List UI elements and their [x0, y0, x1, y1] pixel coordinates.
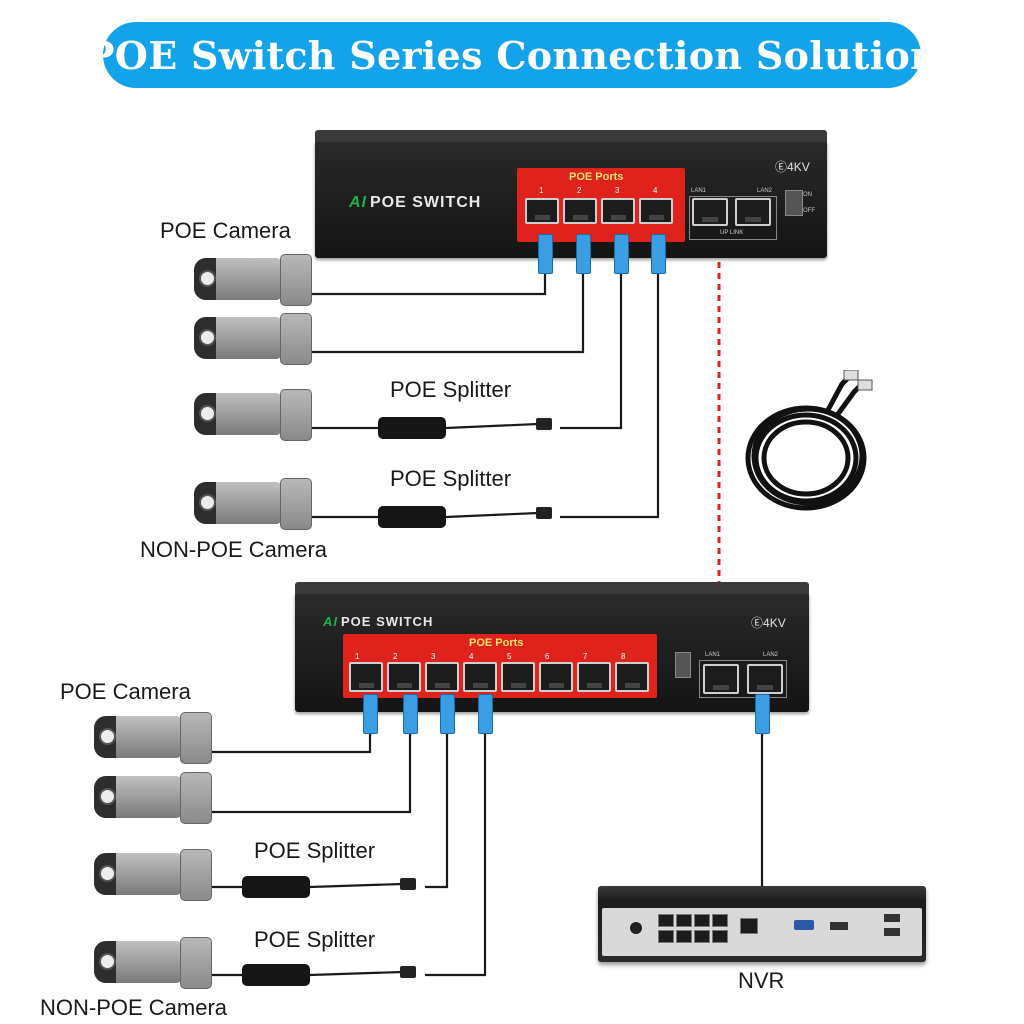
poe-port[interactable]	[387, 662, 421, 692]
dip-switch[interactable]	[675, 652, 691, 678]
label-poe-splitter-2: POE Splitter	[390, 466, 512, 491]
camera-icon	[194, 389, 312, 443]
uplink-group: UP LINK	[689, 196, 777, 240]
cable-bottom-1	[210, 732, 372, 754]
uplink-group	[699, 660, 787, 698]
poe-ports-panel: POE Ports 1 2 3 4	[517, 168, 685, 242]
splitter-lead-3b	[309, 882, 403, 889]
poe-port[interactable]	[615, 662, 649, 692]
poe-port[interactable]	[525, 198, 559, 224]
poe-ports-title: POE Ports	[469, 637, 524, 649]
splitter-lead-1b	[445, 422, 539, 430]
nvr-port[interactable]	[676, 914, 692, 927]
lan1-port[interactable]	[692, 198, 728, 226]
splitter-icon	[242, 876, 310, 898]
cable-top-4	[560, 270, 660, 519]
title-banner: POE Switch Series Connection Solution	[86, 22, 938, 88]
poe-port[interactable]	[539, 662, 573, 692]
nvr-port[interactable]	[694, 914, 710, 927]
cable-bottom-2	[210, 732, 412, 814]
surge-protection-icon: Ⓔ4KV	[775, 160, 810, 174]
surge-protection-icon: Ⓔ4KV	[751, 616, 786, 630]
label-poe-splitter-1: POE Splitter	[390, 377, 512, 402]
nvr-lan-port[interactable]	[740, 918, 758, 934]
lan2-port[interactable]	[735, 198, 771, 226]
rj45-plug-icon	[576, 234, 591, 274]
splitter-icon	[242, 964, 310, 986]
splitter-lead-4b	[309, 970, 403, 977]
page-title: POE Switch Series Connection Solution	[85, 32, 939, 78]
cable-bottom-4	[425, 732, 487, 977]
poe-port[interactable]	[463, 662, 497, 692]
rj45-plug-icon	[400, 878, 416, 890]
rj45-plug-icon	[536, 507, 552, 519]
poe-port[interactable]	[425, 662, 459, 692]
power-port[interactable]	[630, 922, 642, 934]
rj45-plug-icon	[400, 966, 416, 978]
cable-top-1	[312, 270, 547, 296]
camera-icon	[94, 712, 212, 766]
camera-icon	[194, 254, 312, 308]
camera-icon	[94, 772, 212, 826]
usb-port[interactable]	[884, 914, 900, 922]
label-poe-splitter-3: POE Splitter	[254, 838, 376, 863]
poe-port[interactable]	[601, 198, 635, 224]
rj45-plug-icon	[440, 694, 455, 734]
camera-icon	[94, 849, 212, 903]
camera-icon	[194, 478, 312, 532]
poe-ports-title: POE Ports	[569, 171, 624, 183]
nvr-port[interactable]	[658, 930, 674, 943]
nvr-port[interactable]	[712, 930, 728, 943]
usb-port[interactable]	[884, 928, 900, 936]
splitter-icon	[378, 417, 446, 439]
nvr-port[interactable]	[694, 930, 710, 943]
cable-top-3	[560, 270, 623, 430]
dip-switch[interactable]	[785, 190, 803, 216]
nvr-port[interactable]	[676, 930, 692, 943]
label-poe-camera-top: POE Camera	[160, 218, 291, 243]
rj45-plug-icon	[651, 234, 666, 274]
rj45-plug-icon	[614, 234, 629, 274]
cable-top-2	[312, 270, 585, 354]
splitter-icon	[378, 506, 446, 528]
camera-icon	[94, 937, 212, 991]
label-poe-camera-bottom: POE Camera	[60, 679, 191, 704]
rj45-plug-icon	[403, 694, 418, 734]
poe-port[interactable]	[349, 662, 383, 692]
nvr-port[interactable]	[712, 914, 728, 927]
cable-bottom-3	[425, 732, 449, 889]
rj45-plug-icon	[755, 694, 770, 734]
lan1-port[interactable]	[703, 664, 739, 694]
camera-icon	[194, 313, 312, 367]
poe-port[interactable]	[639, 198, 673, 224]
rj45-plug-icon	[363, 694, 378, 734]
poe-port[interactable]	[577, 662, 611, 692]
label-non-poe-camera-top: NON-POE Camera	[140, 537, 328, 562]
label-poe-splitter-4: POE Splitter	[254, 927, 376, 952]
poe-port[interactable]	[501, 662, 535, 692]
cable-coil-icon	[745, 370, 873, 511]
label-nvr: NVR	[738, 968, 785, 993]
nvr-port[interactable]	[658, 914, 674, 927]
hdmi-port[interactable]	[830, 922, 848, 930]
poe-port[interactable]	[563, 198, 597, 224]
rj45-plug-icon	[536, 418, 552, 430]
vga-port[interactable]	[794, 920, 814, 930]
label-non-poe-camera-bottom: NON-POE Camera	[40, 995, 228, 1020]
rj45-plug-icon	[538, 234, 553, 274]
rj45-plug-icon	[478, 694, 493, 734]
lan2-port[interactable]	[747, 664, 783, 694]
poe-ports-panel: POE Ports 1 2 3 4 5 6 7 8	[343, 634, 657, 698]
nvr-icon	[598, 886, 926, 962]
splitter-lead-2b	[445, 511, 539, 519]
